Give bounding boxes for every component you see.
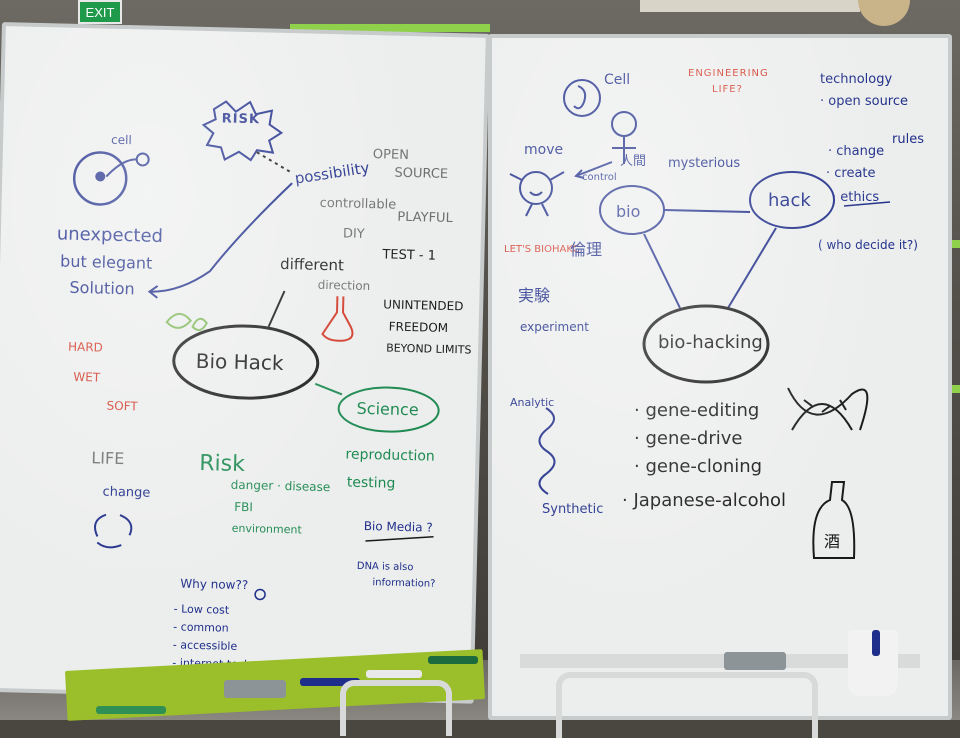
science-text: Science (356, 398, 419, 420)
risk-burst-shape (201, 100, 284, 162)
risk-burst-label: RISK (221, 111, 261, 128)
dna-helix-drawing (787, 387, 869, 431)
open-source-text: · open source (820, 94, 909, 109)
experiment-text: experiment (520, 320, 589, 334)
green-shelf (290, 24, 490, 32)
accessible-text: - accessible (172, 638, 238, 653)
arrow-possibility-solution (149, 182, 293, 293)
fbi-text: FBI (234, 499, 254, 515)
solution-text: Solution (69, 277, 135, 299)
hack-ellipse (749, 171, 835, 229)
playful-text: PLAYFUL (397, 209, 453, 227)
dna-info-text-2: information? (372, 577, 436, 590)
controllable-text: controllable (319, 195, 397, 213)
biohack-text: Bio Hack (195, 348, 284, 375)
whiteboard-right: Cell ENGINEERING LIFE? move control 人間 m… (488, 34, 952, 720)
low-cost-text: - Low cost (173, 602, 230, 617)
ethics-kanji-text: 倫理 (570, 240, 603, 259)
lets-biohack-text: LET'S BIOHAKC (504, 244, 580, 255)
whiteboard-left: RISK cell unexpected but elegant Solutio… (0, 22, 490, 704)
marker-in-cup[interactable] (872, 630, 880, 656)
japanese-alcohol-text: · Japanese-alcohol (622, 490, 787, 511)
smiley-face (519, 171, 553, 205)
move-text: move (524, 142, 564, 158)
marker-white[interactable] (366, 670, 422, 678)
control-text: control (582, 172, 617, 183)
marker-tray-right (520, 654, 920, 668)
mysterious-text: mysterious (668, 156, 741, 171)
dna-info-text-1: DNA is also (356, 560, 414, 574)
sake-kanji-text: 酒 (824, 532, 841, 551)
biohacking-ellipse (642, 304, 770, 384)
life-text: LIFE (91, 448, 125, 469)
freedom-text: FREEDOM (388, 319, 449, 335)
who-decide-text: ( who decide it?) (818, 238, 918, 252)
engineering-life-text-1: ENGINEERING (688, 68, 769, 79)
unexpected-text: unexpected (56, 223, 164, 247)
gene-drive-text: · gene-drive (634, 428, 743, 449)
soft-text: SOFT (106, 398, 138, 414)
environment-text: environment (231, 521, 302, 537)
cell-text: Cell (604, 72, 631, 88)
rules-text: rules (892, 132, 924, 147)
technology-text: technology (820, 72, 893, 87)
left-board-drawings (72, 100, 440, 601)
different-text: different (279, 254, 345, 275)
biohack-ellipse (172, 324, 320, 400)
marker-green[interactable] (96, 706, 166, 714)
engineering-life-text-2: LIFE? (712, 84, 743, 95)
direction-text: direction (317, 277, 371, 294)
hack-text: hack (768, 190, 811, 211)
ethics-text: · ethics (832, 190, 880, 205)
board-stand-left (340, 680, 452, 736)
human-kanji-text: 人間 (620, 154, 647, 169)
change-text: · change (828, 144, 885, 159)
exit-sign: EXIT (78, 0, 122, 24)
common-text: - common (173, 620, 229, 635)
analytic-text: Analytic (510, 396, 555, 409)
cell-circle (563, 79, 601, 117)
person-head (611, 111, 637, 137)
sake-bottle-drawing (812, 481, 856, 559)
change-text: change (102, 484, 151, 501)
create-text: · create (826, 166, 876, 181)
danger-disease-text: danger · disease (230, 477, 331, 495)
reproduction-text: reproduction (345, 446, 435, 465)
eraser-right[interactable] (724, 652, 786, 670)
source-text: SOURCE (394, 165, 449, 182)
test-text: TEST - 1 (382, 247, 437, 264)
risk-text: Risk (198, 450, 246, 478)
diy-text: DIY (342, 226, 365, 242)
biohacking-text: bio-hacking (658, 332, 763, 353)
exit-sign-text: EXIT (85, 4, 115, 20)
cell-drawing (72, 151, 128, 206)
marker-blue[interactable] (300, 678, 360, 686)
biomedia-text: Bio Media ? (363, 518, 433, 535)
science-ellipse (337, 386, 440, 433)
hard-text: HARD (67, 339, 104, 355)
board-stand-right (556, 672, 818, 738)
synthetic-text: Synthetic (542, 502, 604, 517)
testing-text: testing (346, 474, 396, 492)
analytic-synthetic-arrow (538, 407, 556, 495)
marker-dark-green[interactable] (428, 656, 478, 664)
unintended-text: UNINTENDED (383, 297, 464, 314)
gene-editing-text: · gene-editing (634, 400, 760, 421)
why-now-text: Why now?? (180, 576, 249, 593)
cell-label: cell (110, 132, 132, 148)
ceiling-lamp (640, 0, 860, 12)
eraser-left[interactable] (224, 680, 286, 698)
wet-text: WET (73, 369, 101, 385)
beyond-limits-text: BEYOND LIMITS (385, 341, 472, 357)
but-elegant-text: but elegant (59, 251, 153, 273)
leaf-drawing (165, 312, 193, 329)
cycle-arrows (94, 513, 133, 549)
right-board-drawings (509, 79, 891, 559)
flask-drawing (321, 296, 354, 342)
bio-text: bio (616, 202, 641, 221)
gene-cloning-text: · gene-cloning (634, 456, 763, 477)
experiment-kanji-text: 実験 (518, 286, 551, 305)
open-text: OPEN (372, 147, 410, 163)
